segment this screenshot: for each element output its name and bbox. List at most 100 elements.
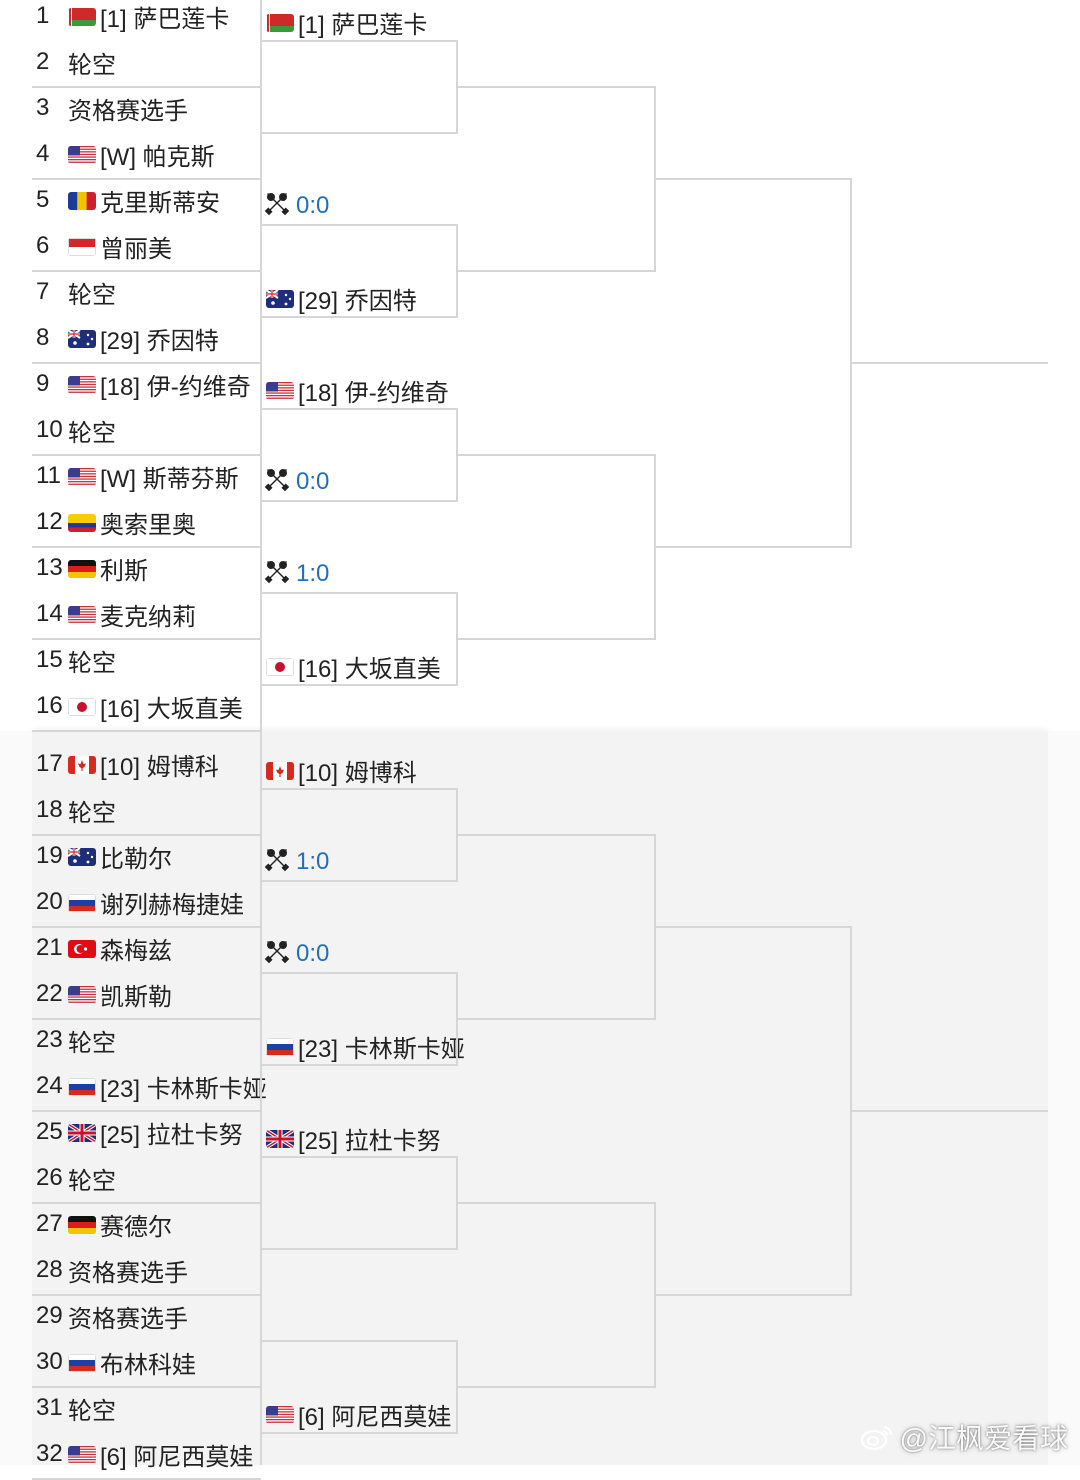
round2-connector-vertical	[456, 592, 458, 686]
draw-entry-25[interactable]: 25[25] 拉杜卡努	[36, 1110, 243, 1154]
round2-player[interactable]: [1] 萨巴莲卡	[264, 0, 427, 44]
round2-player-name: [25] 拉杜卡努	[298, 1127, 441, 1155]
player-name: 资格赛选手	[68, 97, 188, 125]
draw-number: 6	[36, 232, 50, 259]
round2-player[interactable]: [23] 卡林斯卡娅	[264, 1024, 465, 1068]
flag-usa-icon	[66, 140, 100, 168]
draw-entry-6[interactable]: 6 曾丽美	[36, 224, 172, 268]
draw-number: 29	[36, 1302, 63, 1329]
draw-entry-1[interactable]: 1[1] 萨巴莲卡	[36, 0, 229, 38]
bracket-top-half	[0, 0, 1080, 731]
round2-player[interactable]: [25] 拉杜卡努	[264, 1116, 441, 1160]
round2-match[interactable]: 1:0	[264, 840, 329, 884]
draw-entry-11[interactable]: 11[W] 斯蒂芬斯	[36, 454, 239, 498]
pair-separator	[32, 1202, 261, 1204]
player-name: 资格赛选手	[68, 1305, 188, 1333]
round2-player-name: [16] 大坂直美	[298, 655, 441, 683]
draw-number: 3	[36, 94, 50, 121]
player-name: 轮空	[68, 419, 116, 447]
player-name: [10] 姆博科	[100, 753, 219, 781]
pair-separator	[32, 1018, 261, 1020]
draw-number: 18	[36, 796, 63, 823]
pair-separator	[32, 834, 261, 836]
draw-number: 2	[36, 48, 50, 75]
round2-player-name: [10] 姆博科	[298, 759, 417, 787]
round2-player[interactable]: [16] 大坂直美	[264, 644, 441, 688]
round2-connector-top	[260, 788, 458, 790]
draw-number: 14	[36, 600, 63, 627]
draw-number: 26	[36, 1164, 63, 1191]
draw-entry-3[interactable]: 3 资格赛选手	[36, 86, 188, 130]
player-name: [W] 斯蒂芬斯	[100, 465, 239, 493]
crossed-rackets-icon	[264, 846, 290, 879]
round3-connector-vertical	[654, 1202, 656, 1388]
round2-connector-vertical	[456, 972, 458, 1066]
round2-match[interactable]: 0:0	[264, 460, 329, 504]
draw-entry-4[interactable]: 4[W] 帕克斯	[36, 132, 215, 176]
round2-player[interactable]: [18] 伊-约维奇	[264, 368, 449, 412]
flag-jpn-icon	[66, 692, 100, 720]
draw-number: 24	[36, 1072, 63, 1099]
flag-rou-icon	[66, 186, 100, 214]
player-name: 曾丽美	[100, 235, 172, 263]
round2-player[interactable]: [6] 阿尼西莫娃	[264, 1392, 451, 1436]
pair-separator	[32, 638, 261, 640]
round2-connector-bottom	[260, 1248, 458, 1250]
pair-separator	[32, 1110, 261, 1112]
round2-match[interactable]: 0:0	[264, 932, 329, 976]
draw-number: 9	[36, 370, 50, 397]
flag-usa-icon	[66, 1440, 100, 1468]
round2-player-name: [29] 乔因特	[298, 287, 417, 315]
match-score: 0:0	[296, 940, 330, 967]
draw-entry-32[interactable]: 32[6] 阿尼西莫娃	[36, 1432, 253, 1476]
flag-gbr-icon	[66, 1118, 100, 1146]
draw-number: 28	[36, 1256, 63, 1283]
round2-connector-vertical	[456, 408, 458, 502]
round5-connector	[852, 1110, 1048, 1112]
round2-player[interactable]: [10] 姆博科	[264, 748, 417, 792]
flag-usa-icon	[66, 370, 100, 398]
draw-entry-17[interactable]: 17[10] 姆博科	[36, 742, 219, 786]
round2-match[interactable]: 1:0	[264, 552, 329, 596]
round2-connector-top	[260, 592, 458, 594]
round2-connector-vertical	[456, 1156, 458, 1250]
player-name: [1] 萨巴莲卡	[100, 5, 230, 33]
round3-connector-bottom	[458, 638, 656, 640]
round2-player[interactable]: [29] 乔因特	[264, 276, 417, 320]
round4-connector-vertical	[850, 926, 852, 1296]
draw-entry-8[interactable]: 8[29] 乔因特	[36, 316, 219, 360]
draw-number: 22	[36, 980, 63, 1007]
player-name: 麦克纳莉	[100, 603, 196, 631]
player-name: 利斯	[100, 557, 148, 585]
round2-match[interactable]: 0:0	[264, 184, 329, 228]
draw-entry-24[interactable]: 24[23] 卡林斯卡娅	[36, 1064, 267, 1108]
pair-separator	[32, 926, 261, 928]
draw-entry-9[interactable]: 9[18] 伊-约维奇	[36, 362, 251, 406]
draw-entry-16[interactable]: 16[16] 大坂直美	[36, 684, 243, 728]
player-name: 谢列赫梅捷娃	[100, 891, 244, 919]
pair-separator	[32, 730, 261, 732]
round2-connector-vertical	[456, 1340, 458, 1434]
draw-entry-14[interactable]: 14 麦克纳莉	[36, 592, 196, 636]
flag-gbr-icon	[264, 1124, 298, 1152]
player-name: 布林科娃	[100, 1351, 196, 1379]
